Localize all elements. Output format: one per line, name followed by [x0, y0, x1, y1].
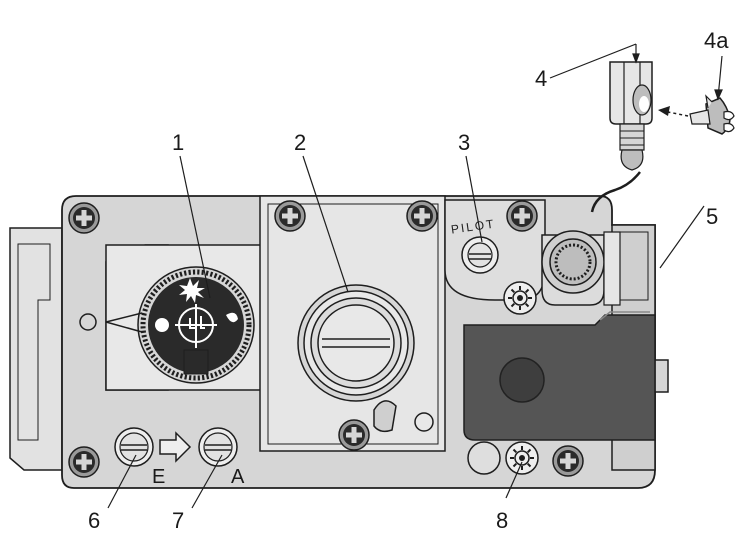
callout-4: 4 [535, 66, 547, 91]
port-e-marking: E [152, 466, 165, 488]
regulator-cover[interactable] [259, 195, 446, 452]
screw-icon [506, 200, 538, 232]
callout-4a: 4a [704, 28, 729, 53]
mounting-hole [79, 313, 97, 331]
outlet-pressure-tap[interactable] [198, 427, 238, 467]
mounting-hole [414, 412, 434, 432]
on-leaf-icon [226, 312, 238, 323]
thermocouple-plug [689, 94, 735, 135]
callout-2: 2 [294, 130, 306, 155]
thermocouple-connector [590, 61, 653, 213]
callout-5: 5 [706, 204, 718, 229]
knob-pointer [105, 312, 143, 333]
gear-icon [503, 281, 537, 315]
magnet-unit [463, 311, 656, 441]
bottom-adjust [467, 441, 539, 475]
gear-icon [505, 441, 539, 475]
screw-icon [68, 202, 100, 234]
leader-lines [107, 43, 723, 509]
off-dot-icon [155, 318, 169, 332]
inlet-pressure-tap[interactable] [114, 427, 154, 467]
port-a-marking: A [231, 466, 245, 488]
callout-8: 8 [496, 508, 508, 533]
flame-icon [179, 278, 205, 303]
insert-arrow [658, 106, 689, 117]
screw-icon [68, 446, 100, 478]
callout-1: 1 [172, 130, 184, 155]
arrow-right-icon [159, 431, 192, 463]
pilot-symbol-icon [189, 316, 205, 329]
callout-7: 7 [172, 508, 184, 533]
pilot-outlet-fitting [541, 230, 621, 306]
pilot-adjust-screw[interactable] [461, 236, 499, 274]
screw-icon [406, 200, 438, 232]
callout-6: 6 [88, 508, 100, 533]
gas-control-knob[interactable] [79, 244, 267, 391]
screw-icon [552, 445, 584, 477]
vent-tab [373, 400, 397, 433]
pilot-marking: PILOT [450, 217, 496, 237]
screw-icon [274, 200, 306, 232]
screw-icon [338, 419, 370, 451]
callout-3: 3 [458, 130, 470, 155]
